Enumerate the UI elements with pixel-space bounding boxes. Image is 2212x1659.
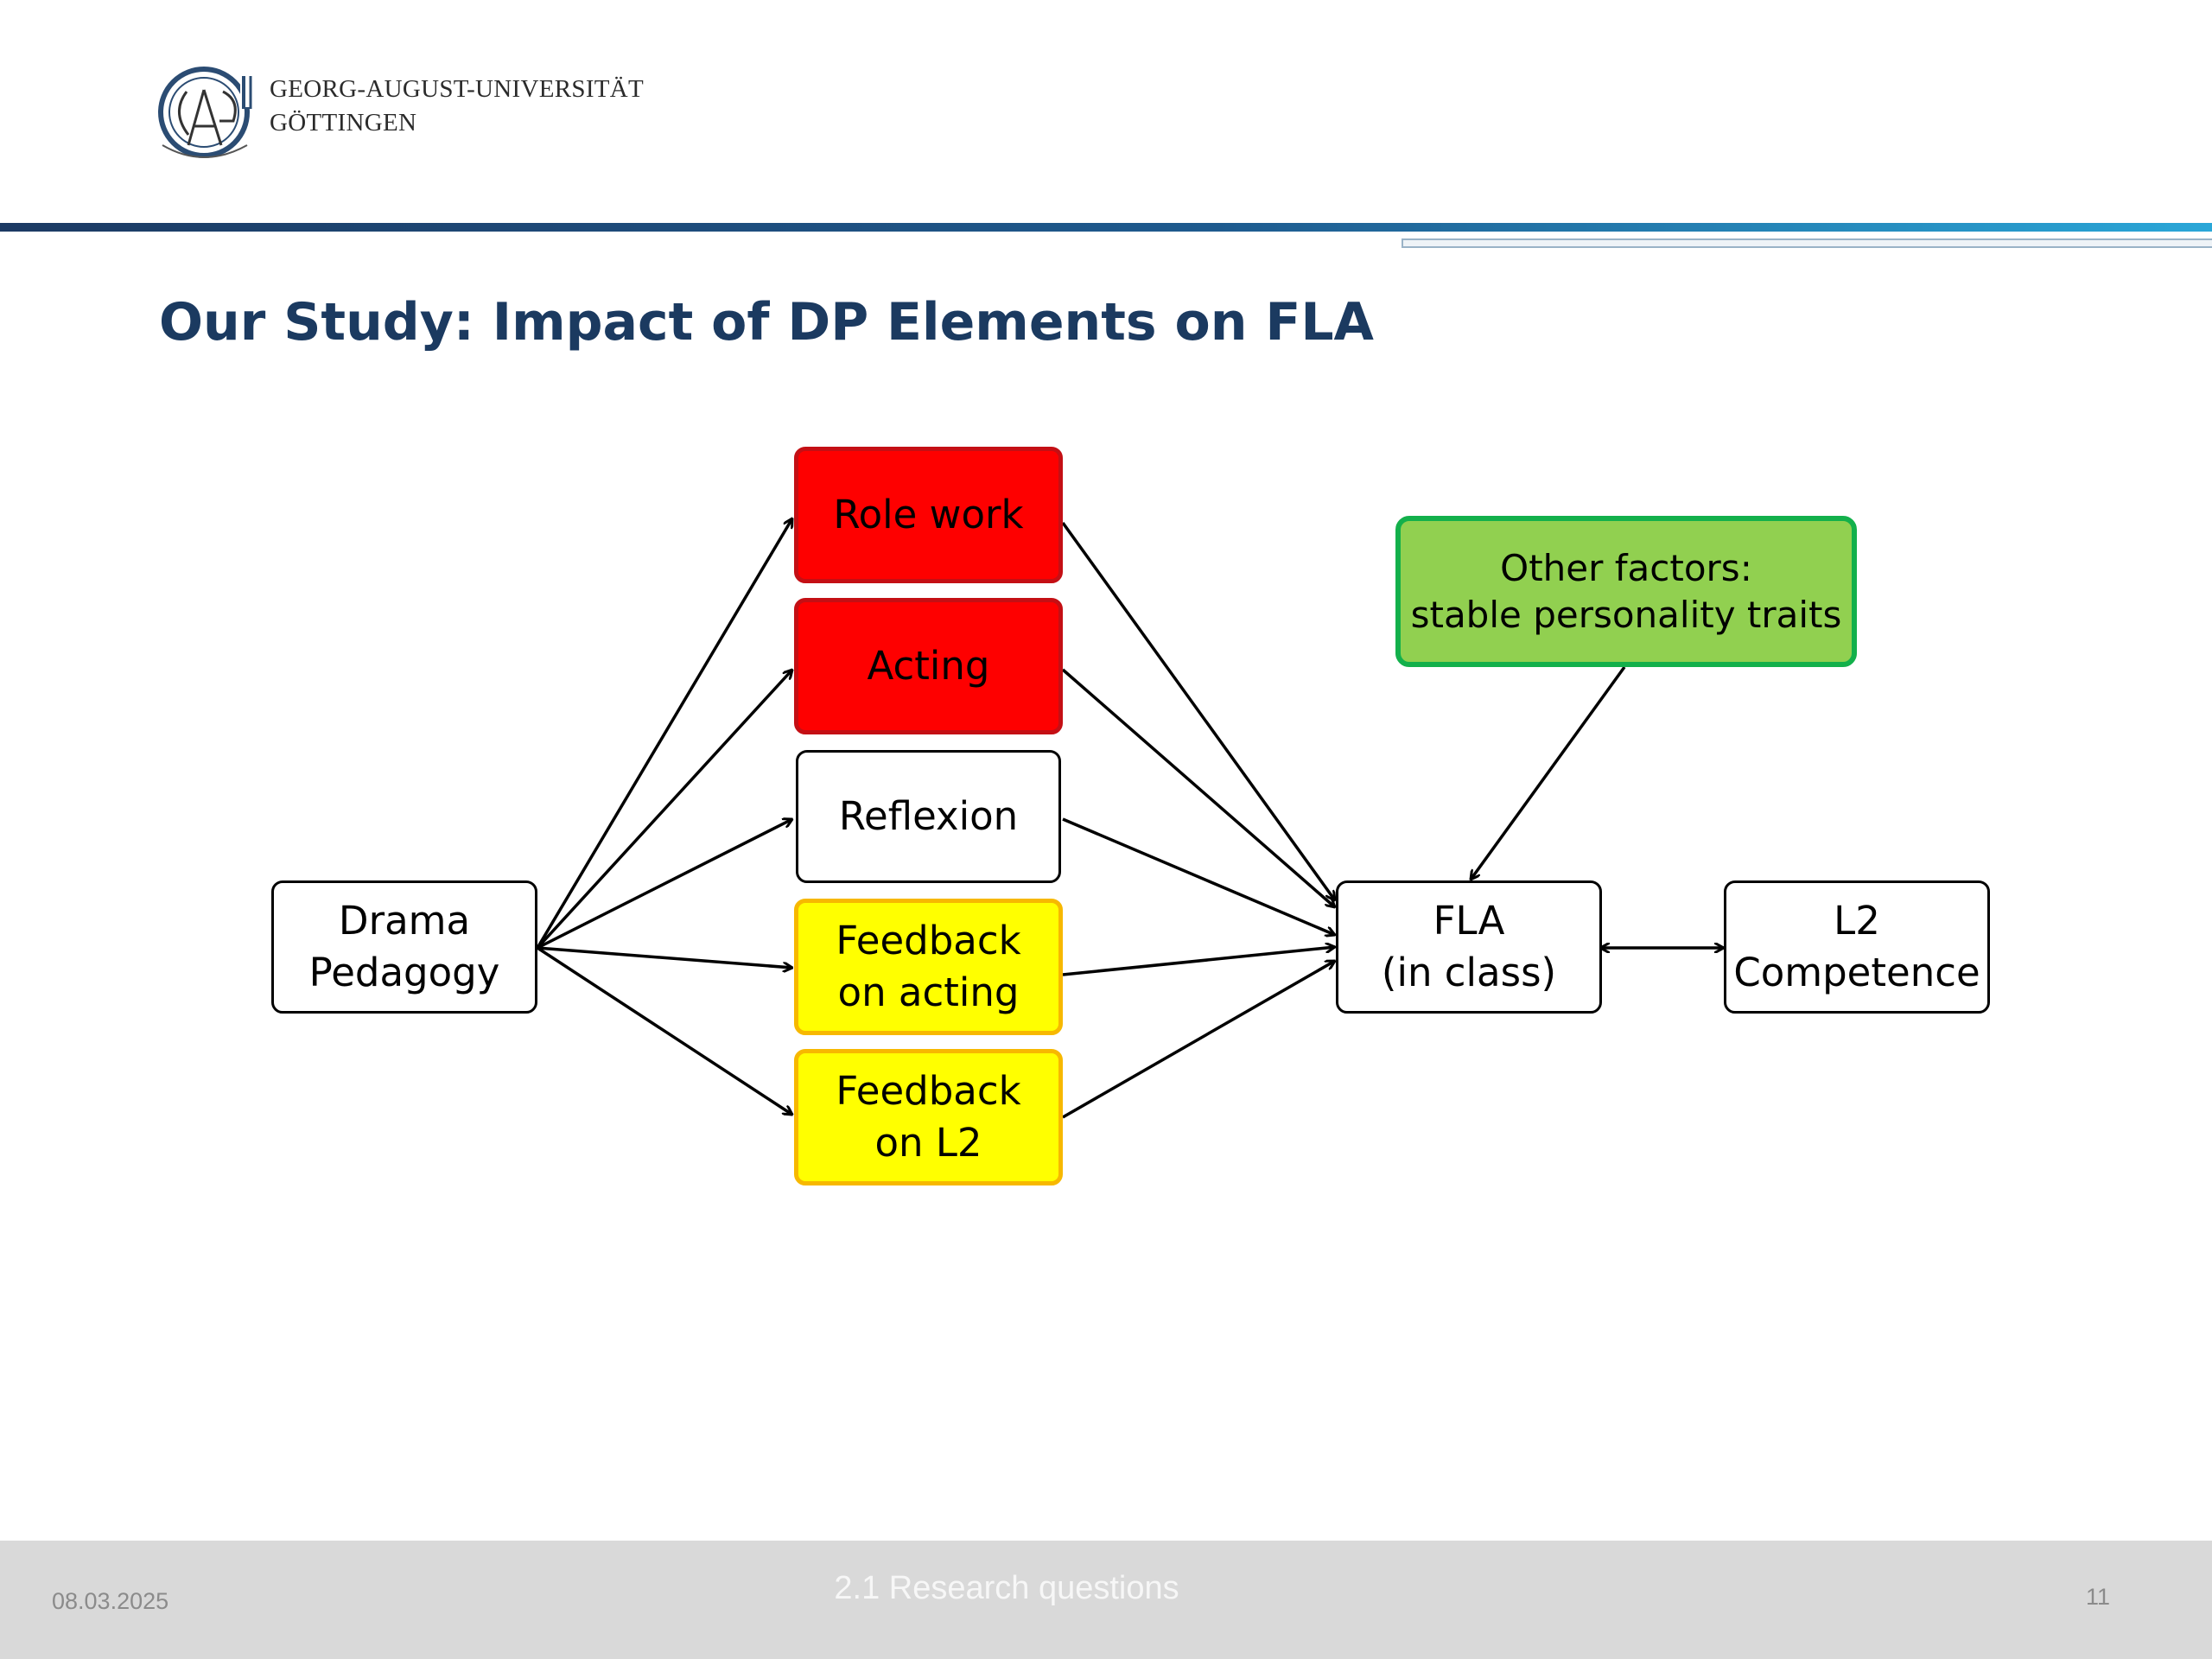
arrow-dp-acting (536, 670, 792, 950)
node-feedback-l2-line2: on L2 (874, 1120, 982, 1166)
arrow-feedback-l2-fla (1062, 961, 1335, 1119)
arrow-otherfactors-fla (1471, 665, 1626, 880)
footer-date: 08.03.2025 (52, 1588, 169, 1614)
university-logo-icon (158, 67, 257, 158)
node-other-factors-line2: stable personality traits (1410, 593, 1842, 636)
arrow-dp-feedback-l2 (537, 946, 792, 1115)
node-reflexion-label: Reflexion (838, 793, 1019, 839)
slide-title: Our Study: Impact of DP Elements on FLA (159, 292, 1374, 353)
node-feedback-l2: Feedback on L2 (794, 1049, 1063, 1185)
node-acting: Acting (794, 598, 1063, 734)
node-fla: FLA (in class) (1336, 880, 1602, 1014)
arrow-dp-reflexion (537, 819, 792, 950)
node-drama-pedagogy-line1: Drama (338, 898, 471, 944)
node-feedback-acting-line2: on acting (837, 969, 1020, 1015)
node-fla-line1: FLA (1433, 898, 1505, 944)
arrow-rolework-fla (1061, 521, 1335, 900)
footer-section: 2.1 Research questions (834, 1570, 1179, 1606)
node-l2-competence-line1: L2 (1834, 898, 1880, 944)
header-subrule (1402, 238, 2212, 248)
node-l2-competence: L2 Competence (1724, 880, 1990, 1014)
node-other-factors-line1: Other factors: (1500, 546, 1752, 589)
node-feedback-acting: Feedback on acting (794, 899, 1063, 1035)
arrow-feedback-acting-fla (1062, 947, 1335, 976)
arrow-acting-fla (1061, 668, 1335, 907)
node-feedback-acting-line1: Feedback (836, 918, 1021, 963)
header-rule (0, 223, 2212, 232)
university-name: GEORG-AUGUST-UNIVERSITÄT GÖTTINGEN (270, 73, 644, 140)
node-role-work: Role work (794, 447, 1063, 583)
node-other-factors: Other factors: stable personality traits (1395, 516, 1857, 667)
node-fla-line2: (in class) (1381, 950, 1557, 995)
node-feedback-l2-line1: Feedback (836, 1068, 1021, 1114)
arrow-reflexion-fla (1062, 817, 1335, 935)
node-drama-pedagogy-line2: Pedagogy (308, 950, 500, 995)
arrow-dp-feedback-acting (537, 946, 792, 968)
node-acting-label: Acting (867, 643, 990, 689)
arrow-dp-rolework (536, 518, 792, 949)
node-l2-competence-line2: Competence (1733, 950, 1980, 995)
university-name-line1: GEORG-AUGUST-UNIVERSITÄT (270, 75, 645, 103)
node-reflexion: Reflexion (796, 750, 1061, 883)
university-name-line2: GÖTTINGEN (270, 109, 417, 137)
node-role-work-label: Role work (833, 492, 1024, 537)
node-drama-pedagogy: Drama Pedagogy (271, 880, 537, 1014)
footer-page-number: 11 (2086, 1584, 2111, 1610)
slide-footer: 08.03.2025 2.1 Research questions 11 (0, 1541, 2212, 1659)
